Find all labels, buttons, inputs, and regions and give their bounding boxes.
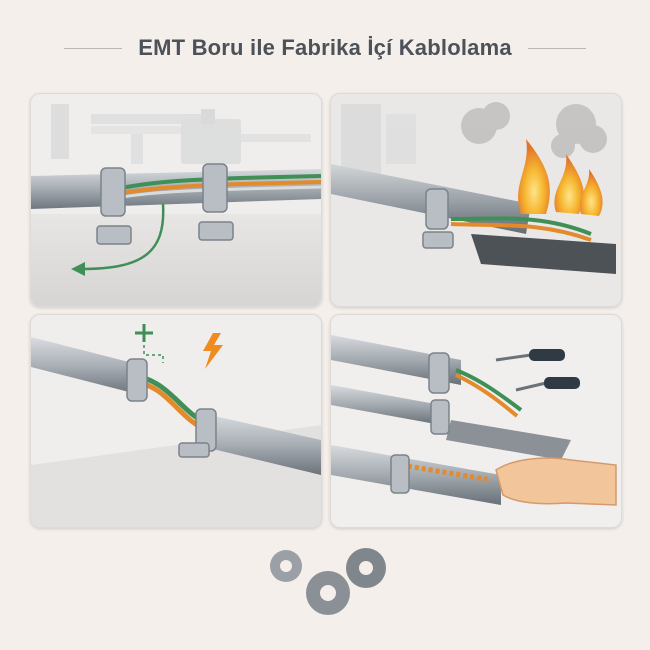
screwdriver-icon: [495, 349, 580, 392]
routing-illustration: [31, 94, 321, 306]
pipe-strap: [96, 163, 234, 245]
maintenance-illustration: [331, 315, 621, 527]
plus-icon: [135, 324, 153, 342]
header: EMT Boru ile Fabrika İçí Kablolama: [0, 28, 650, 68]
flame-icon: [518, 139, 603, 216]
factory-background: [51, 104, 311, 164]
panel-fire-protection: [330, 93, 622, 307]
page-title: EMT Boru ile Fabrika İçí Kablolama: [138, 35, 512, 60]
gears-icon: [270, 548, 386, 615]
title-divider-right: [527, 47, 586, 49]
expansion-illustration: [31, 315, 321, 527]
lightning-icon: [203, 333, 223, 369]
hand-icon: [495, 457, 617, 506]
panel-routing: [30, 93, 322, 307]
panel-expansion: [30, 314, 322, 528]
fire-illustration: [331, 94, 621, 306]
arrow-curve-icon: [80, 203, 165, 271]
smoke: [461, 102, 607, 158]
panel-maintenance: [330, 314, 622, 528]
title-divider-left: [64, 47, 123, 49]
